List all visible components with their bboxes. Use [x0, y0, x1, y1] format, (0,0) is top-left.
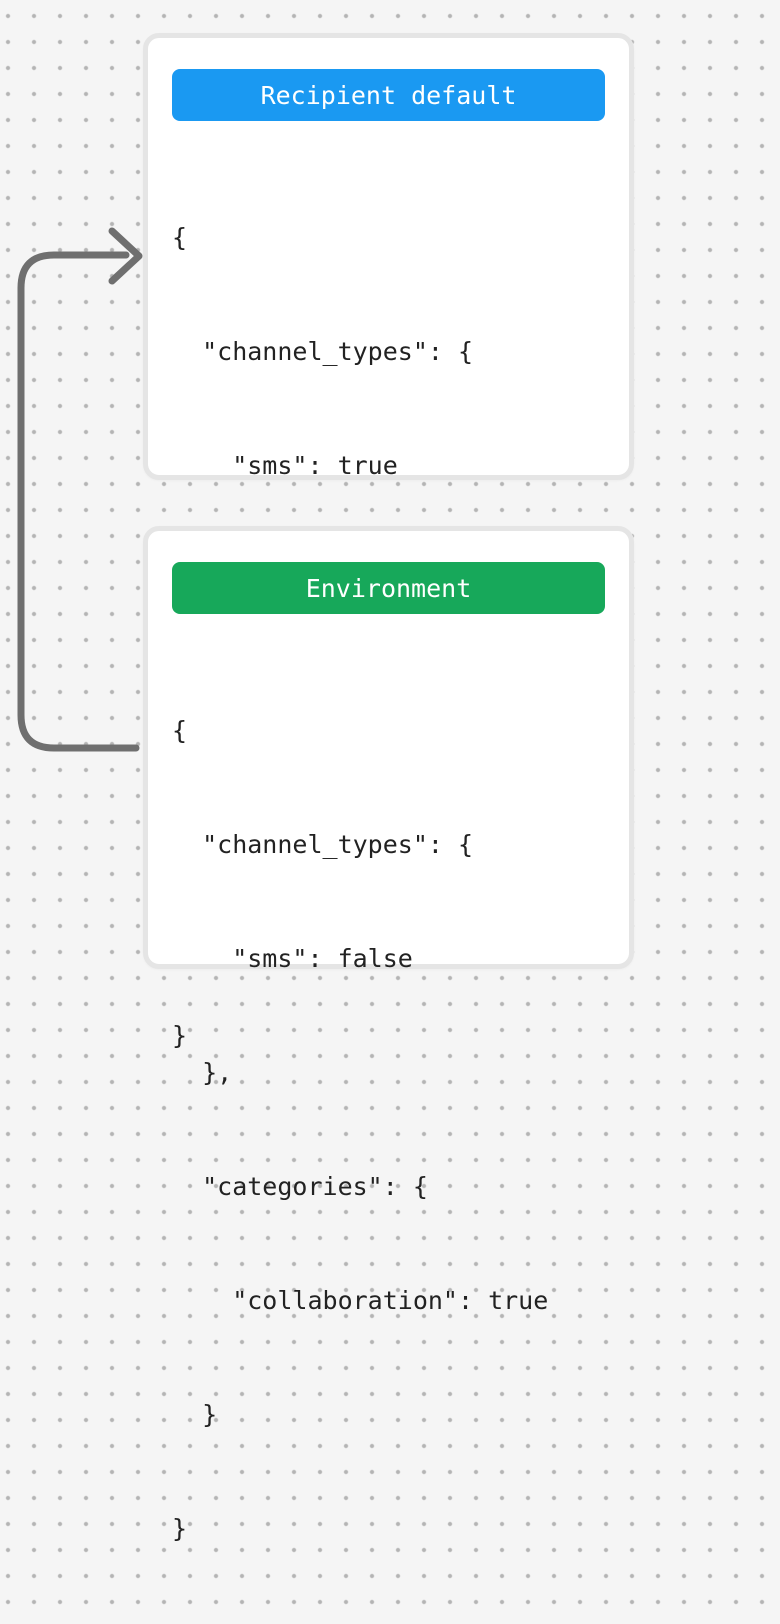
code-line: }, [172, 1058, 233, 1087]
code-line: } [172, 1514, 188, 1543]
code-line: "channel_types": { [172, 337, 474, 366]
recipient-default-header-badge: Recipient default [172, 69, 605, 121]
code-line: } [172, 1400, 218, 1429]
code-line: "sms": false [172, 944, 413, 973]
code-line: "sms": true [172, 451, 398, 480]
dotted-canvas: { "theme": { "background_color": "#f5f5f… [0, 0, 780, 1543]
code-line: "collaboration": true [172, 1286, 549, 1315]
recipient-default-card: Recipient default { "channel_types": { "… [143, 33, 634, 1050]
environment-header-badge: Environment [172, 562, 605, 614]
connector-line [17, 251, 140, 752]
code-line: "categories": { [172, 1172, 428, 1201]
environment-code-block: { "channel_types": { "sms": false }, "ca… [172, 636, 605, 1624]
code-line: { [172, 223, 188, 252]
code-line: { [172, 716, 188, 745]
environment-card: Environment { "channel_types": { "sms": … [143, 526, 634, 1543]
connector-arrowhead-icon [108, 227, 143, 285]
code-line: "channel_types": { [172, 830, 474, 859]
